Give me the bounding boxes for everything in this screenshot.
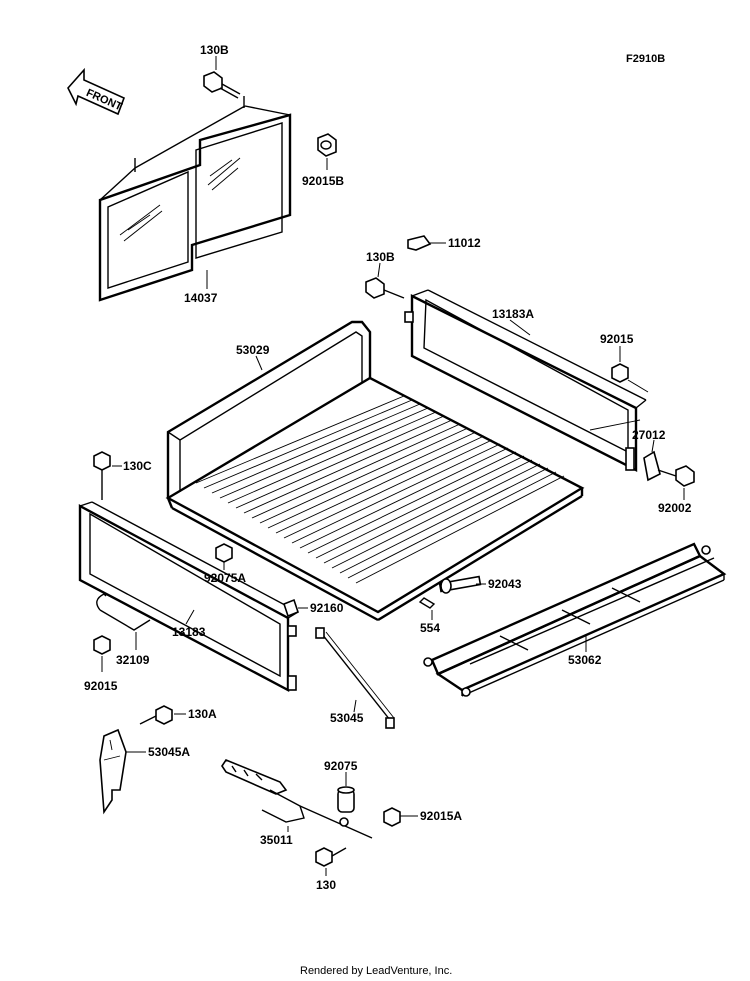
part-92160-clip[interactable]	[283, 598, 299, 618]
part-27012-latch[interactable]	[643, 450, 661, 482]
front-arrow-icon: FRONT	[67, 67, 126, 116]
part-130-bolt[interactable]	[315, 847, 347, 867]
part-53029-cargo-bed[interactable]	[165, 320, 585, 622]
part-554-clip[interactable]	[418, 597, 436, 609]
part-35011-lever[interactable]	[221, 759, 373, 839]
label-92075A: 92075A	[204, 571, 246, 585]
label-92015-right: 92015	[600, 332, 634, 346]
part-92015-nut-right[interactable]	[611, 363, 649, 393]
part-130C-bolt[interactable]	[93, 451, 111, 500]
label-11012: 11012	[448, 236, 481, 250]
part-13183A-side-gate-right[interactable]	[404, 289, 647, 472]
part-14037-window-guard[interactable]	[98, 96, 292, 302]
part-92075-bumper[interactable]	[337, 786, 355, 813]
part-32109-bracket[interactable]	[96, 593, 151, 631]
label-92015A: 92015A	[420, 809, 462, 823]
label-13183: 13183	[172, 625, 206, 639]
part-53045-cable[interactable]	[315, 627, 395, 729]
part-92075A-bumper[interactable]	[215, 543, 233, 563]
label-130B-top: 130B	[200, 43, 229, 57]
label-53062: 53062	[568, 653, 602, 667]
label-130B-mid: 130B	[366, 250, 395, 264]
part-92002-bolt[interactable]	[657, 465, 695, 487]
label-53029: 53029	[236, 343, 270, 357]
label-92160: 92160	[310, 601, 344, 615]
label-92002: 92002	[658, 501, 692, 515]
part-13183-side-gate-left[interactable]	[78, 501, 299, 692]
label-53045: 53045	[330, 711, 364, 725]
part-92043-pin[interactable]	[438, 575, 482, 594]
part-92015B-nut[interactable]	[317, 133, 337, 157]
label-130C: 130C	[123, 459, 152, 473]
diagram-code: F2910B	[626, 53, 665, 65]
label-92043: 92043	[488, 577, 522, 591]
label-92015B: 92015B	[302, 174, 344, 188]
label-35011: 35011	[260, 833, 293, 847]
label-32109: 32109	[116, 653, 150, 667]
label-14037: 14037	[184, 291, 218, 305]
part-130A-bolt[interactable]	[139, 705, 173, 725]
part-53045A-latch[interactable]	[99, 728, 127, 815]
label-92015-left: 92015	[84, 679, 118, 693]
part-130B-bolt-mid[interactable]	[365, 277, 405, 299]
label-27012: 27012	[632, 428, 666, 442]
part-11012-clip[interactable]	[407, 235, 432, 251]
label-13183A: 13183A	[492, 307, 534, 321]
label-92075: 92075	[324, 759, 358, 773]
label-554: 554	[420, 621, 440, 635]
part-130B-bolt-top[interactable]	[203, 71, 241, 99]
part-92015A-nut[interactable]	[383, 807, 401, 827]
label-53045A: 53045A	[148, 745, 190, 759]
label-130A: 130A	[188, 707, 217, 721]
part-92015-nut-left[interactable]	[93, 635, 111, 655]
footer-credit: Rendered by LeadVenture, Inc.	[300, 965, 452, 977]
part-53062-tailgate[interactable]	[423, 542, 727, 697]
label-130: 130	[316, 878, 336, 892]
